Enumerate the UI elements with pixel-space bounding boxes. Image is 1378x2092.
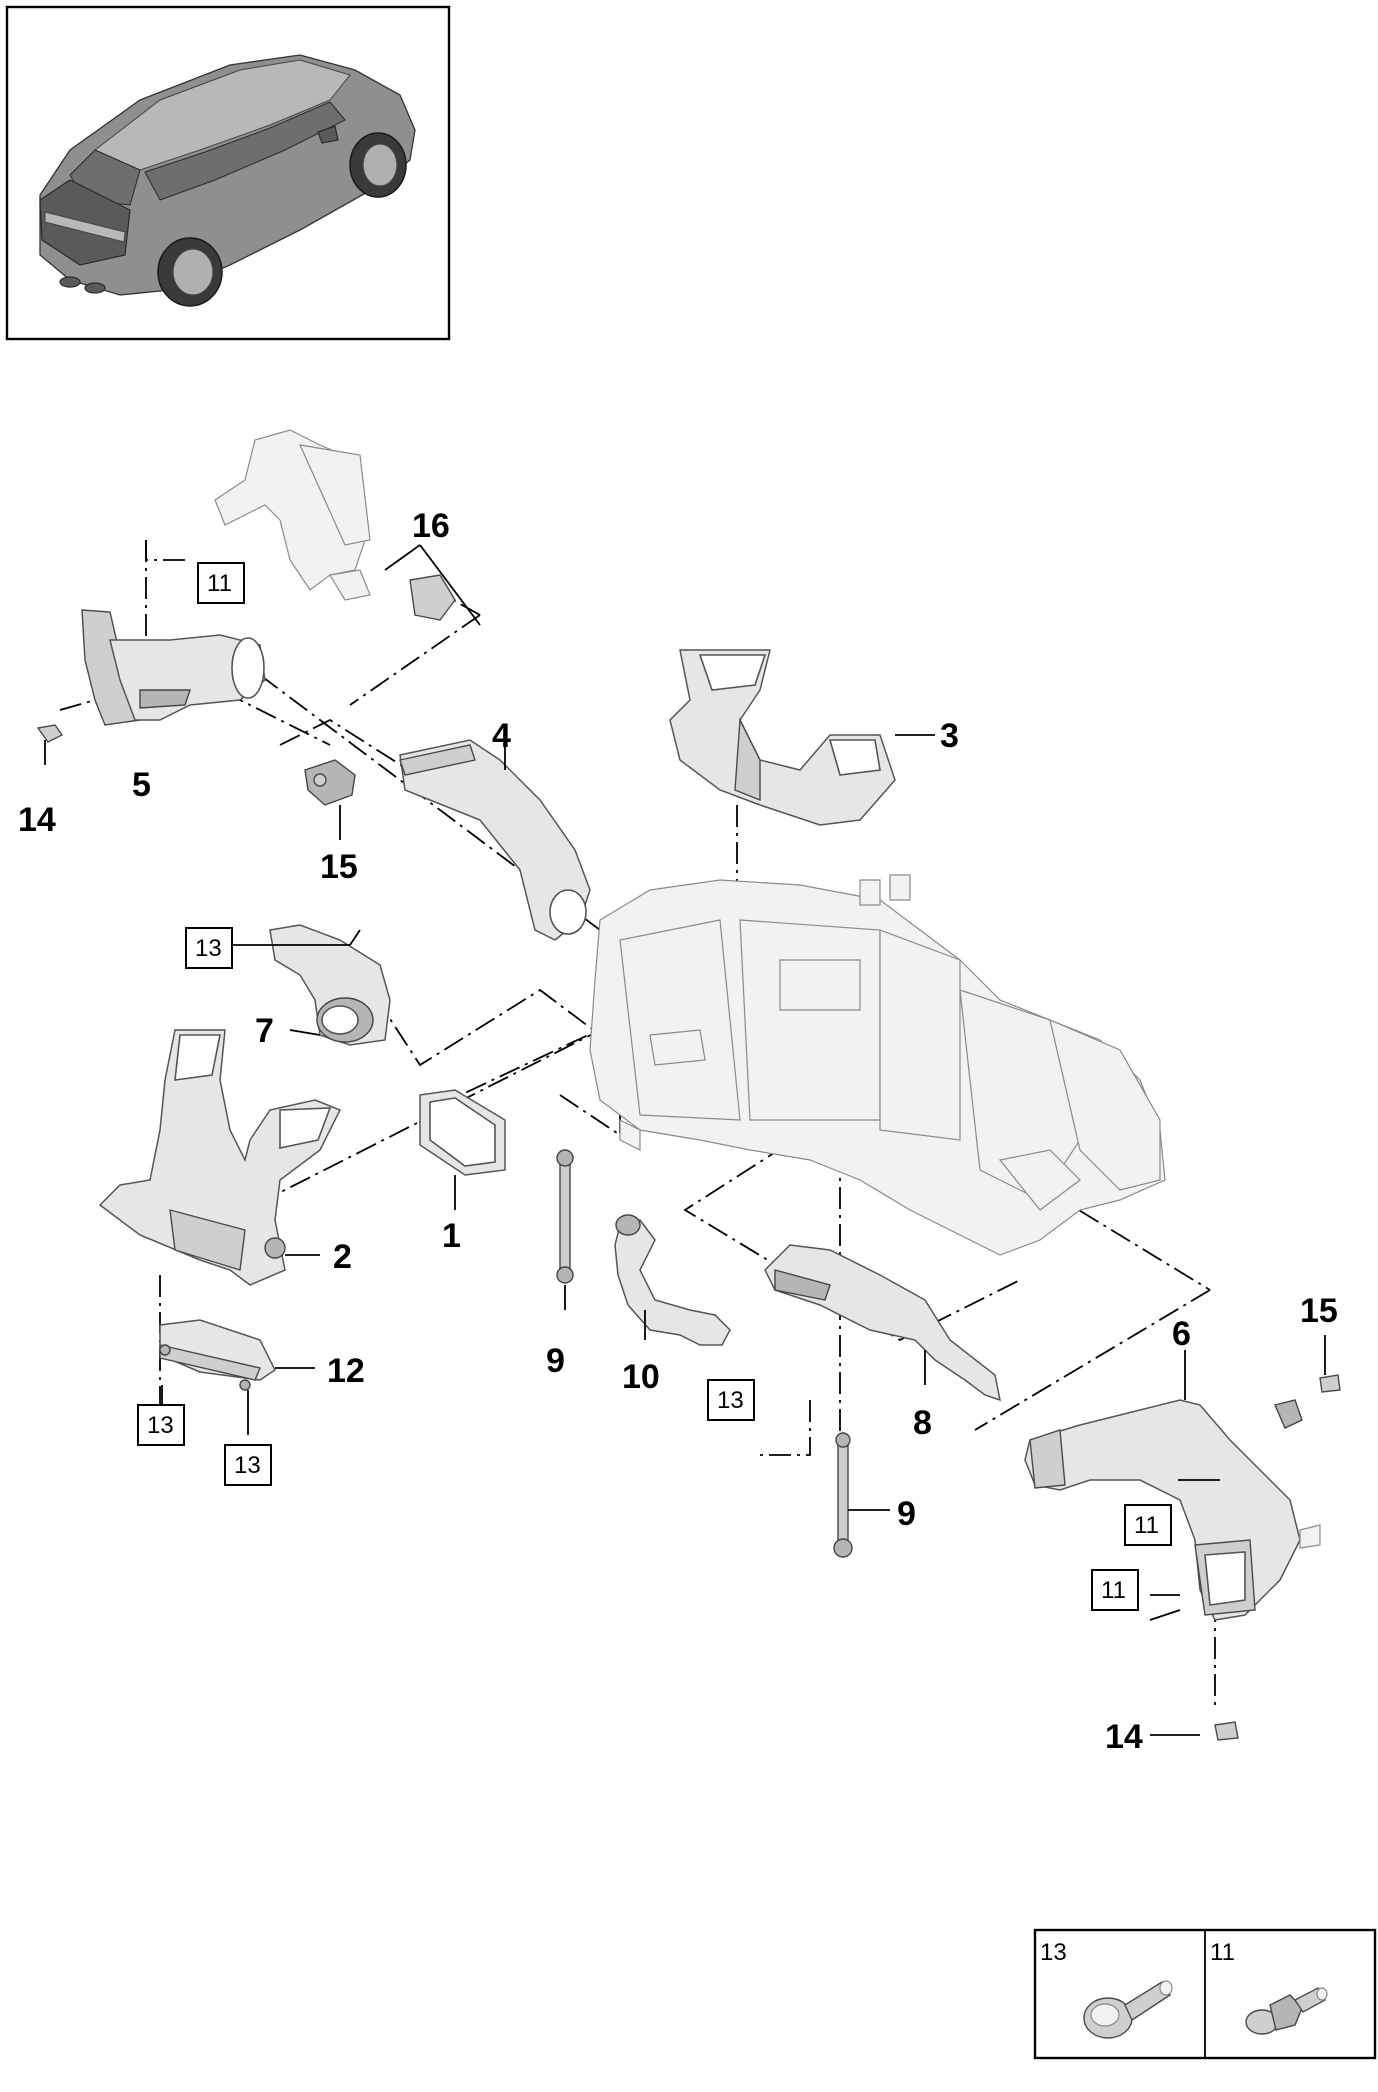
- part-15-sensor-left: [304, 759, 356, 840]
- part-12-control-module: [159, 1319, 276, 1391]
- callout-5: 5: [132, 766, 151, 804]
- part-8-air-duct: [764, 1244, 1001, 1402]
- part-7-air-duct: [269, 924, 391, 1046]
- callout-numbers: 16 5 14 15 4 3 7 1 2 12 9 10 8 9 6 15 14: [18, 507, 1338, 1756]
- legend-label-11: 11: [1210, 1939, 1235, 1966]
- part-4-air-duct: [399, 739, 591, 941]
- part-10-drain-hose: [614, 1214, 731, 1346]
- part-3-air-duct: [669, 649, 896, 826]
- part-9-sensor-rod-right: [833, 1432, 853, 1558]
- ref-box-11-top: 11: [207, 570, 232, 597]
- part-15-sensor-right: [1274, 1335, 1341, 1429]
- part-2-air-duct: [98, 1029, 342, 1286]
- callout-10: 10: [622, 1358, 660, 1396]
- vehicle-overview-icon: [39, 54, 416, 307]
- part-5-air-duct: [81, 609, 266, 726]
- part-14-screw-left: [36, 724, 64, 765]
- fastener-legend: 13 11: [1033, 1928, 1377, 2060]
- callout-4: 4: [492, 717, 511, 755]
- legend-label-13: 13: [1040, 1939, 1067, 1966]
- callout-14-left: 14: [18, 801, 56, 839]
- part-14-screw-right: [1214, 1721, 1239, 1741]
- callout-15-right: 15: [1300, 1292, 1338, 1330]
- callout-2: 2: [333, 1238, 352, 1276]
- callout-1: 1: [442, 1217, 461, 1255]
- callout-7: 7: [255, 1012, 274, 1050]
- callout-15-left: 15: [320, 848, 358, 886]
- ref-box-13-part12-left: 13: [147, 1412, 174, 1439]
- ref-box-13-part8: 13: [717, 1387, 744, 1414]
- vehicle-overview: [5, 5, 451, 341]
- ref-box-13-part7: 13: [195, 935, 222, 962]
- callout-9-left: 9: [546, 1342, 565, 1380]
- ref-box-13-part12-right: 13: [234, 1452, 261, 1479]
- nut-washer-icon: [1245, 1987, 1328, 2035]
- part-9-sensor-rod-left: [556, 1149, 574, 1310]
- part-1-gasket: [419, 1089, 506, 1176]
- callout-6: 6: [1172, 1315, 1191, 1353]
- callout-3: 3: [940, 717, 959, 755]
- callout-14-right: 14: [1105, 1718, 1143, 1756]
- bolt-icon: [1083, 1980, 1173, 2039]
- callout-12: 12: [327, 1352, 365, 1390]
- ref-box-11-part6-lower: 11: [1101, 1577, 1126, 1604]
- callout-16: 16: [412, 507, 450, 545]
- ref-box-11-part6-upper: 11: [1134, 1512, 1159, 1539]
- callout-9-right: 9: [897, 1495, 916, 1533]
- leader-lines: [161, 544, 1220, 1736]
- reference-boxes: 11 13 13 13 13 11 11: [137, 562, 1172, 1611]
- part-16-bracket-assembly: [214, 429, 456, 621]
- hvac-main-unit: [589, 874, 1166, 1256]
- callout-8: 8: [913, 1404, 932, 1442]
- part-6-air-duct: [1024, 1399, 1321, 1621]
